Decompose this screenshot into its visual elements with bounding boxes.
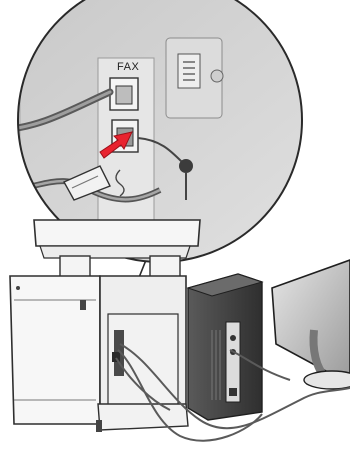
fax-port-label: FAX <box>117 61 139 73</box>
cable-ferrite <box>179 159 193 173</box>
fax-port <box>110 78 138 110</box>
printer-device <box>10 220 200 432</box>
computer-tower <box>188 274 262 420</box>
lcd-monitor <box>272 260 350 389</box>
wall-jack <box>166 38 223 118</box>
